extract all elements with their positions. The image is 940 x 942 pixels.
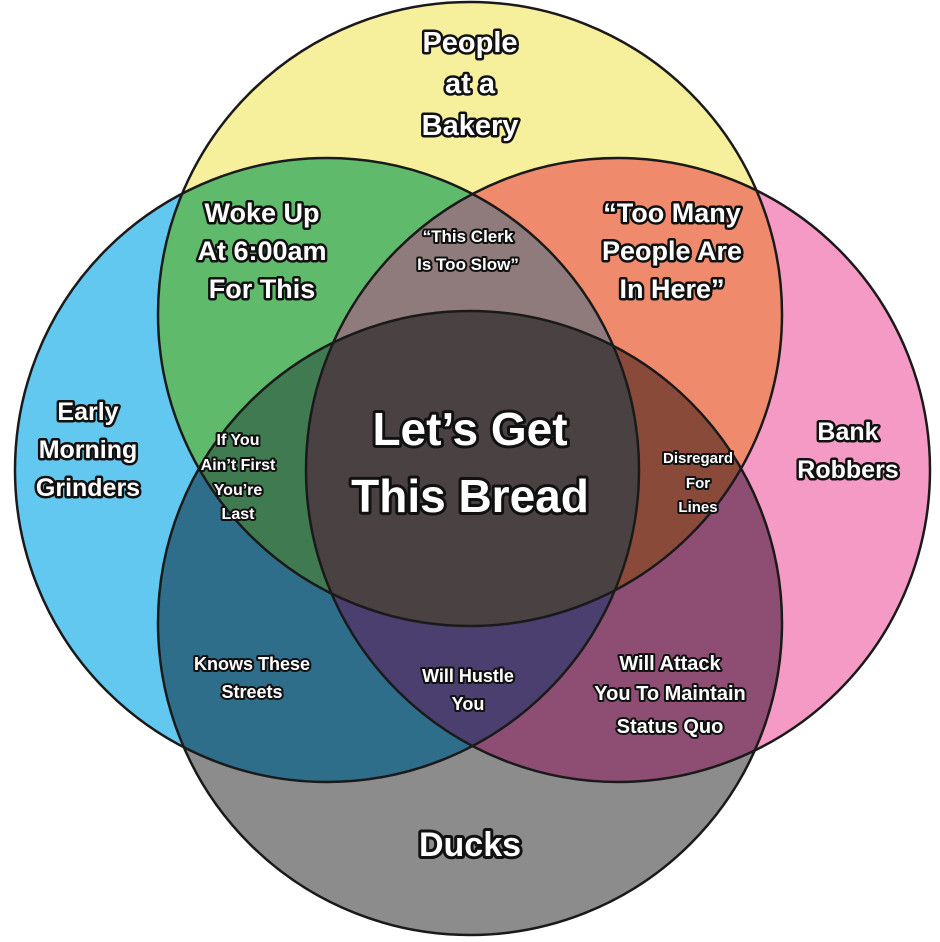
label-ducks: Ducks	[419, 826, 521, 864]
clip-group	[306, 311, 639, 626]
clip-group	[306, 311, 639, 626]
region-all	[306, 311, 639, 626]
circle-bank-robbers	[304, 156, 932, 784]
clip-group	[306, 311, 639, 626]
circle-ducks	[156, 309, 784, 937]
circle-people-at-a-bakery	[156, 0, 784, 628]
circle-early-morning-grinders	[13, 156, 641, 784]
circle-outlines	[13, 0, 932, 937]
